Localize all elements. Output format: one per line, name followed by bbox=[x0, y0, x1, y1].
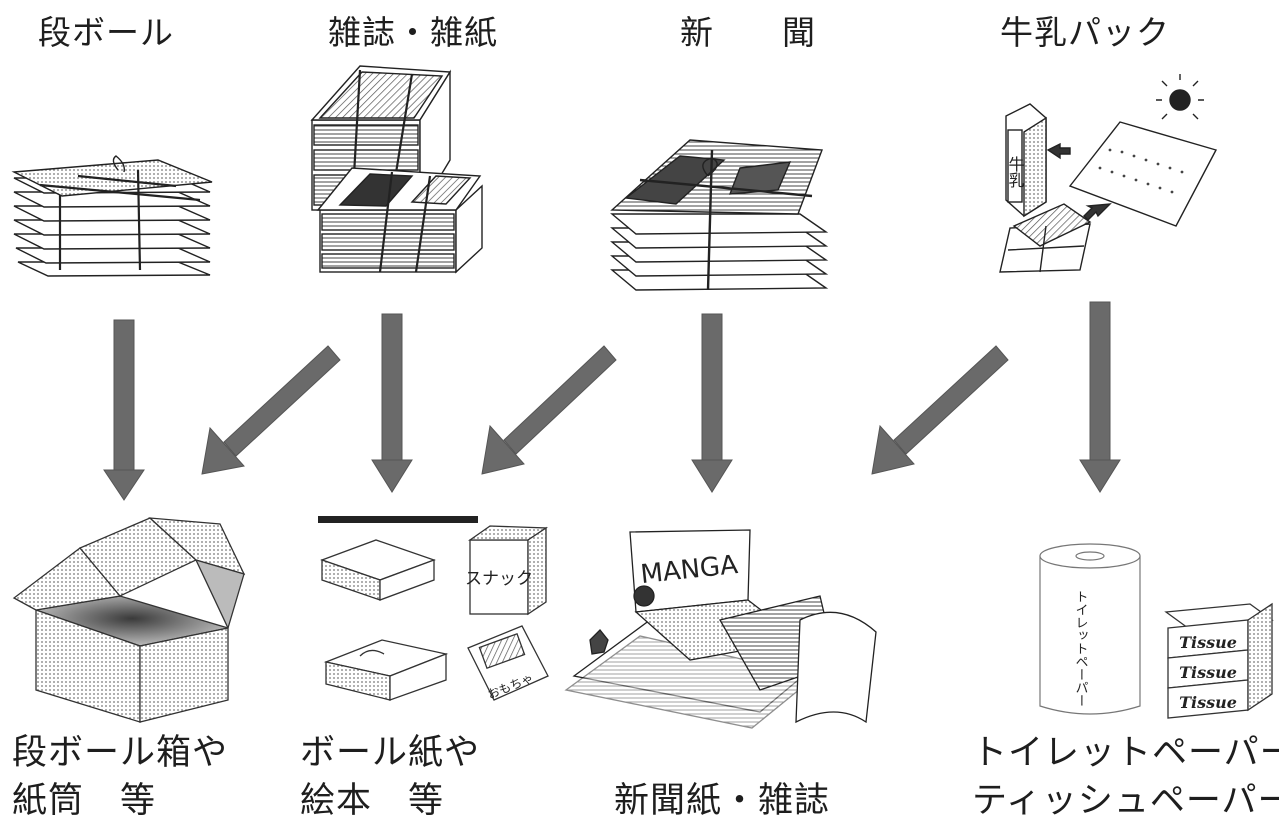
source-label-cardboard: 段ボール bbox=[38, 13, 174, 52]
product-label-newsprint: 新聞紙・雑誌 bbox=[614, 781, 831, 821]
arrow-newspaper-to-newsprint bbox=[691, 313, 733, 493]
product-label-paperboard-line2: 絵本 等 bbox=[300, 781, 445, 821]
arrow-magazines-to-paperboard bbox=[371, 313, 413, 493]
arrow-cardboard-to-boxes bbox=[103, 319, 145, 501]
product-label-boxes-line2: 紙筒 等 bbox=[12, 781, 157, 821]
product-label-paperboard-line1: ボール紙や bbox=[300, 733, 481, 773]
arrow-magazines-to-boxes bbox=[201, 345, 341, 475]
milk-carton-process-illustration: 牛乳 bbox=[999, 74, 1218, 273]
paperboard-goods-illustration: スナック おもちゃ bbox=[318, 516, 549, 702]
tissue-products-illustration: トイレットペーパー Tissue Tissue Tissue bbox=[1039, 543, 1274, 719]
newspaper-stack-illustration bbox=[610, 139, 829, 291]
shelf-bar bbox=[318, 516, 478, 523]
milk-carton-label: 牛乳 bbox=[1006, 156, 1025, 188]
product-label-tissue-line2: ティッシュペーパー bbox=[972, 781, 1279, 821]
source-label-milk-carton: 牛乳パック bbox=[1000, 13, 1170, 52]
tissue-box-label-1: Tissue bbox=[1179, 633, 1237, 652]
magazine-stacks-illustration bbox=[310, 65, 483, 274]
tissue-box-label-2: Tissue bbox=[1179, 663, 1237, 682]
arrow-milk-carton-to-newsprint bbox=[871, 345, 1009, 475]
snack-box-label: スナック bbox=[465, 569, 533, 589]
source-label-magazines: 雑誌・雑紙 bbox=[328, 13, 498, 52]
cardboard-bundle-illustration bbox=[11, 155, 213, 277]
arrow-milk-carton-to-tissue bbox=[1079, 301, 1121, 493]
toilet-roll-label: トイレットペーパー bbox=[1073, 590, 1089, 707]
newsprint-magazine-illustration: MANGA bbox=[564, 529, 877, 729]
product-label-boxes-line1: 段ボール箱や bbox=[12, 733, 229, 773]
product-label-tissue-line1: トイレットペーパー bbox=[972, 733, 1279, 773]
cardboard-box-illustration bbox=[12, 517, 246, 723]
recycling-arrows bbox=[103, 301, 1121, 501]
source-label-newspaper: 新 聞 bbox=[680, 13, 816, 52]
tissue-box-label-3: Tissue bbox=[1179, 693, 1237, 712]
arrow-newspaper-to-paperboard bbox=[481, 345, 617, 475]
